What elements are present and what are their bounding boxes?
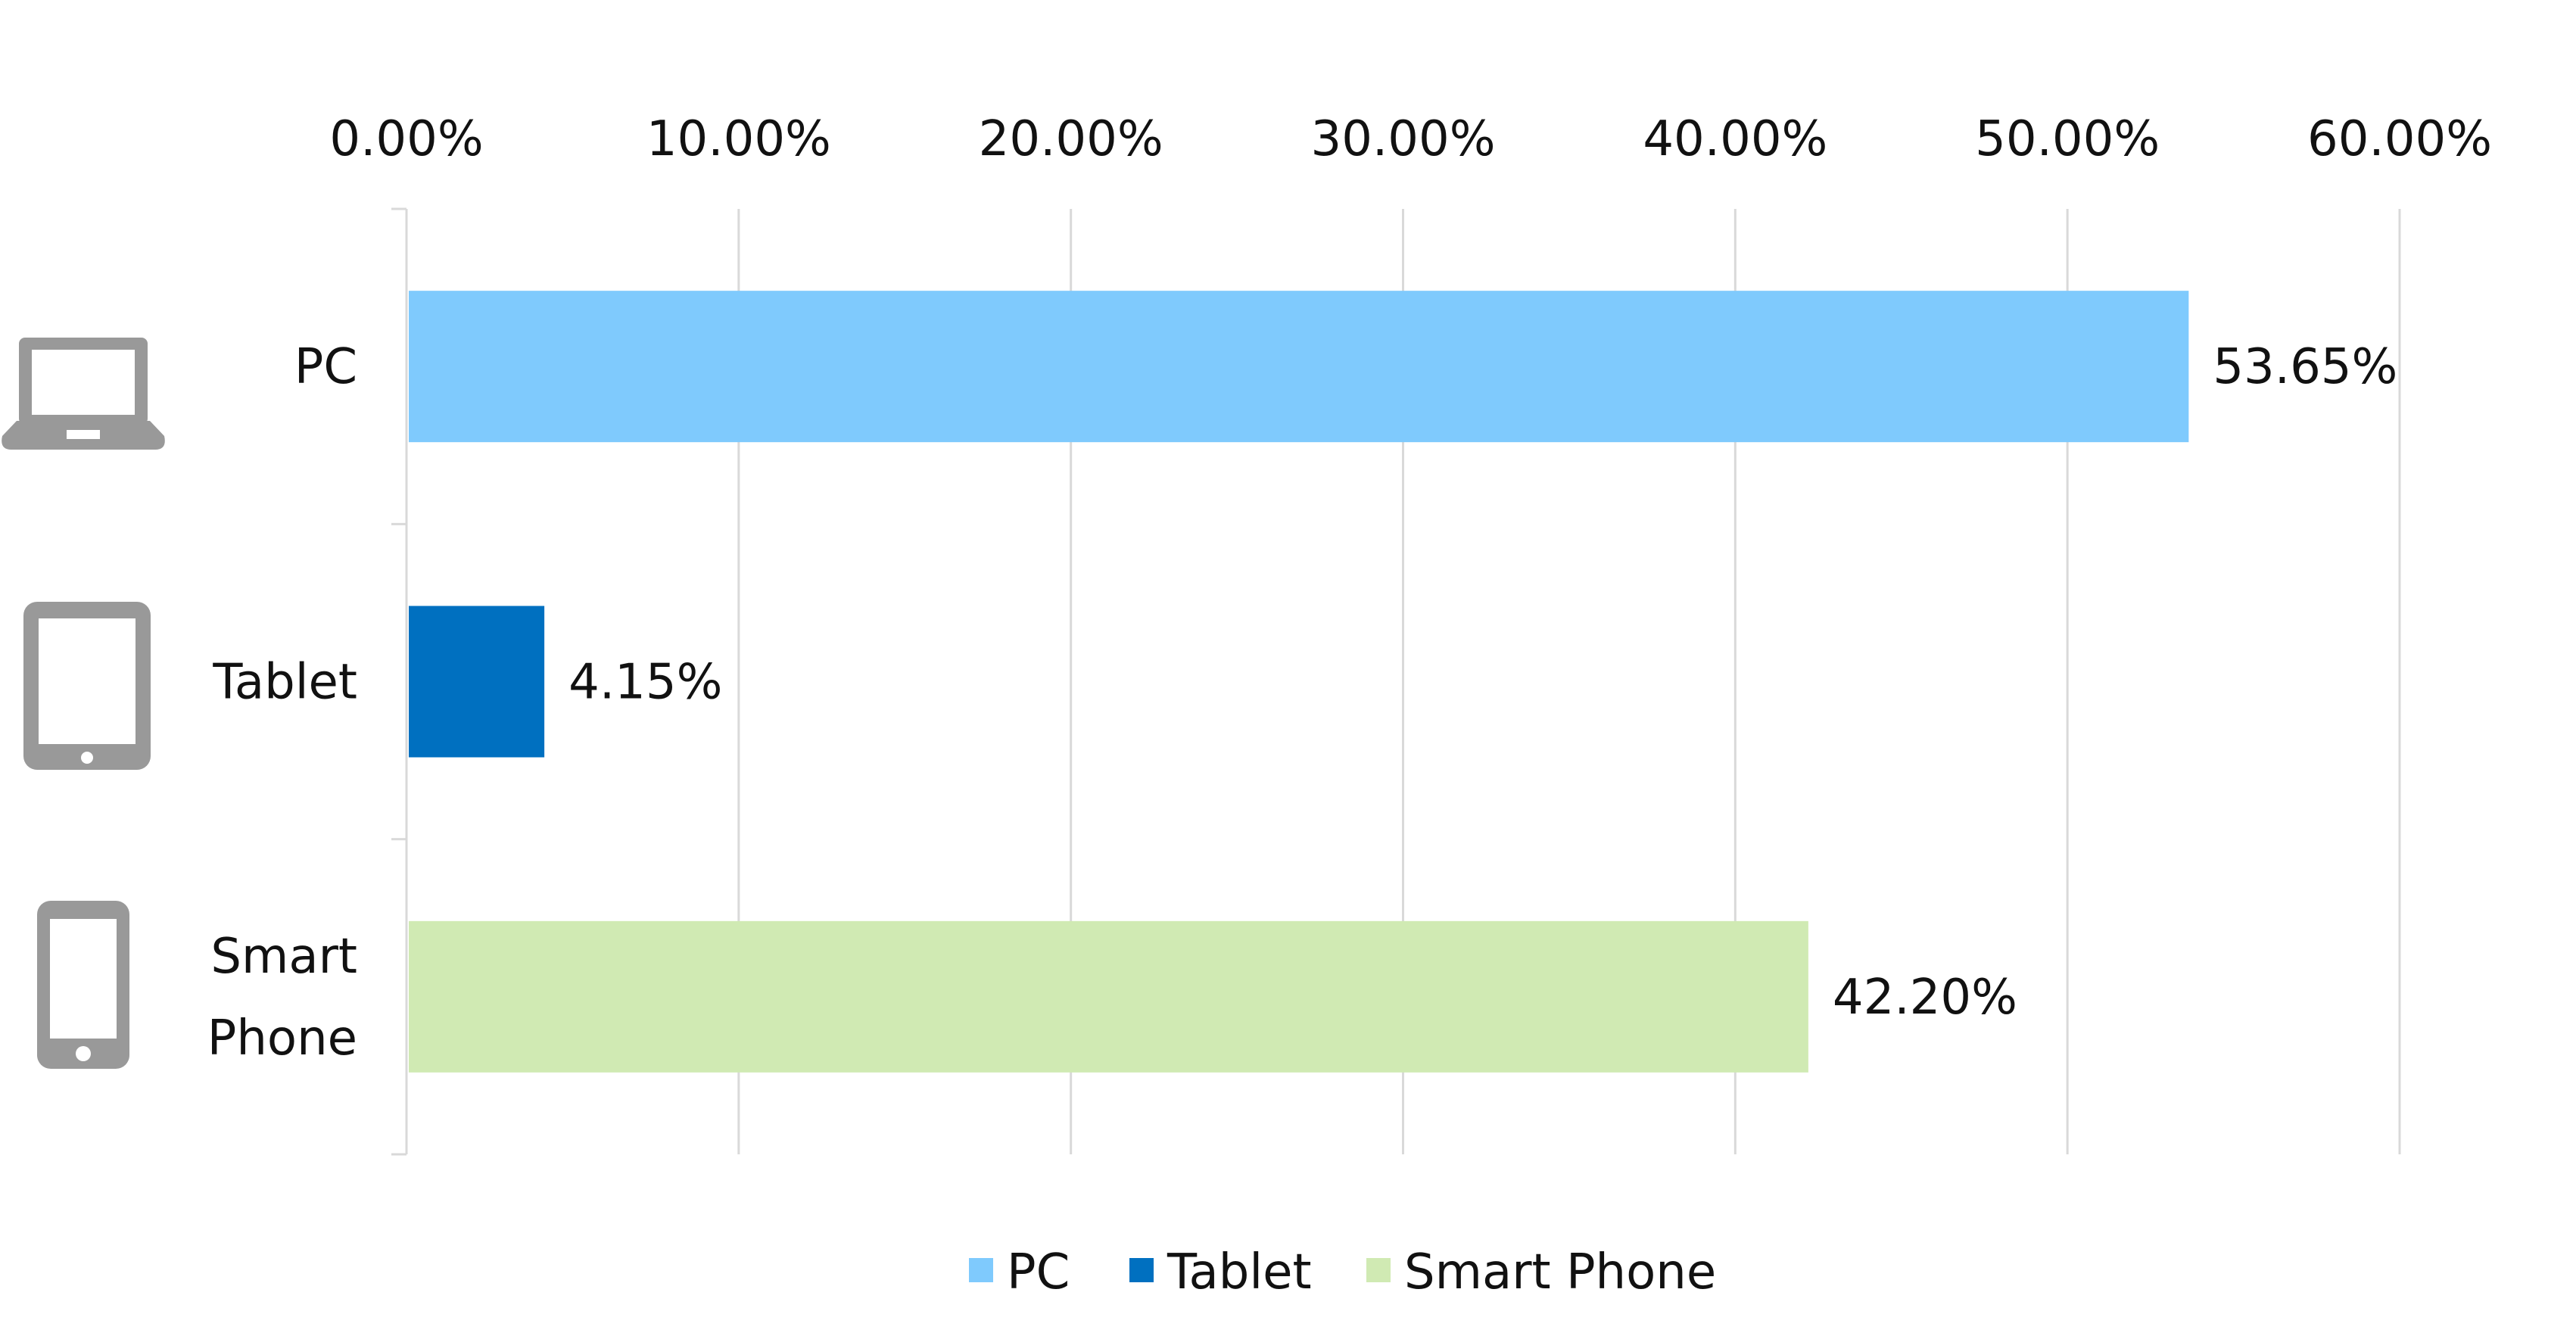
legend-swatch	[969, 1258, 993, 1282]
category-label: PC	[294, 339, 357, 395]
legend-item-pc: PC	[969, 1244, 1070, 1300]
category-label: Phone	[207, 1011, 357, 1067]
bar-pc	[409, 291, 2189, 443]
legend-label: PC	[1007, 1244, 1070, 1300]
x-tick-label: 60.00%	[2307, 111, 2492, 167]
x-tick-label: 40.00%	[1643, 111, 1827, 167]
x-tick-labels: 0.00% 10.00% 20.00% 30.00% 40.00% 50.00% 60.00…	[329, 111, 2492, 167]
data-label: 42.20%	[1833, 970, 2017, 1026]
legend-swatch	[1129, 1258, 1154, 1282]
bar-smart-phone	[409, 920, 1808, 1073]
data-labels: 53.65% 4.15% 42.20%	[568, 339, 2397, 1026]
data-label: 4.15%	[568, 655, 722, 711]
tablet-icon	[23, 602, 151, 770]
x-tick-label: 20.00%	[979, 111, 1163, 167]
x-tick-label: 0.00%	[329, 111, 483, 167]
data-label: 53.65%	[2213, 339, 2397, 395]
x-tick-label: 50.00%	[1975, 111, 2160, 167]
category-axis	[391, 207, 408, 1156]
device-icons	[2, 338, 165, 1069]
legend: PC Tablet Smart Phone	[969, 1244, 1716, 1300]
laptop-icon	[2, 338, 165, 450]
smartphone-icon	[37, 901, 129, 1069]
category-label: Smart	[210, 929, 357, 985]
legend-item-tablet: Tablet	[1129, 1244, 1312, 1300]
category-label: Tablet	[212, 655, 357, 711]
legend-label: Smart Phone	[1404, 1244, 1716, 1300]
legend-item-smart-phone: Smart Phone	[1366, 1244, 1716, 1300]
bar-tablet	[409, 606, 545, 758]
x-tick-label: 10.00%	[646, 111, 831, 167]
bars	[409, 291, 2189, 1073]
legend-swatch	[1366, 1258, 1391, 1282]
legend-label: Tablet	[1167, 1244, 1312, 1300]
x-tick-label: 30.00%	[1310, 111, 1495, 167]
